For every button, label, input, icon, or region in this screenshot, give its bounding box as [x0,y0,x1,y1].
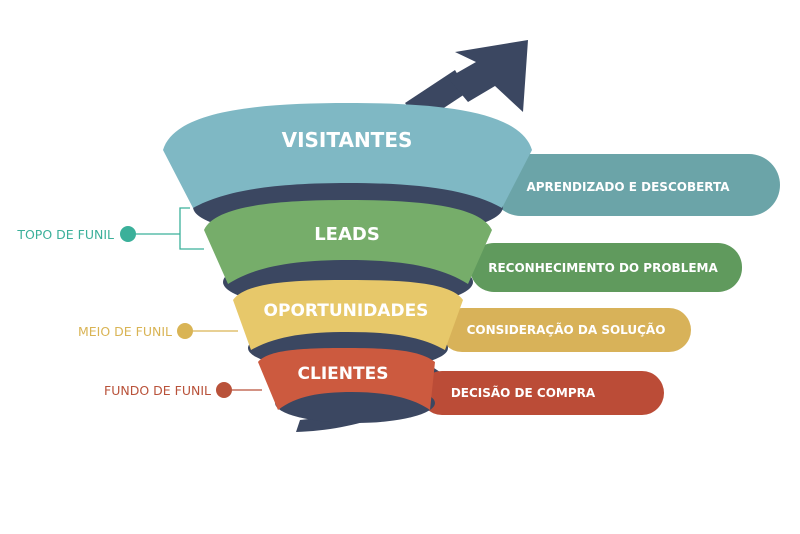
meio-marker-icon [177,323,193,339]
band-label-reconhecimento: RECONHECIMENTO DO PROBLEMA [488,261,718,275]
band-decisao: DECISÃO DE COMPRA [420,371,664,415]
band-label-aprendizado: APRENDIZADO E DESCOBERTA [526,180,730,194]
stage-title-leads: LEADS [314,224,380,245]
stage-bands: APRENDIZADO E DESCOBERTA RECONHECIMENTO … [420,154,780,415]
arrow-head-icon [448,40,528,112]
fundo-marker-icon [216,382,232,398]
side-label-fundo-text: FUNDO DE FUNIL [104,383,211,398]
side-labels: TOPO DE FUNIL MEIO DE FUNIL FUNDO DE FUN… [16,207,262,398]
side-label-topo: TOPO DE FUNIL [16,207,204,250]
side-label-topo-text: TOPO DE FUNIL [16,227,114,242]
stage-title-oportunidades: OPORTUNIDADES [264,301,429,321]
funnel-rings: VISITANTES LEADS OPORTUNIDADES CLIENTES [163,103,532,423]
topo-marker-icon [120,226,136,242]
stage-title-clientes: CLIENTES [298,364,389,384]
side-label-meio: MEIO DE FUNIL [78,323,238,339]
stage-title-visitantes: VISITANTES [282,128,413,152]
funnel-ring-clientes: CLIENTES [258,348,435,423]
band-label-decisao: DECISÃO DE COMPRA [451,385,596,400]
band-label-consideracao: CONSIDERAÇÃO DA SOLUÇÃO [467,322,666,337]
side-label-fundo: FUNDO DE FUNIL [104,382,262,398]
band-consideracao: CONSIDERAÇÃO DA SOLUÇÃO [440,308,691,352]
band-reconhecimento: RECONHECIMENTO DO PROBLEMA [470,243,742,292]
side-label-meio-text: MEIO DE FUNIL [78,324,172,339]
band-aprendizado: APRENDIZADO E DESCOBERTA [490,154,780,216]
